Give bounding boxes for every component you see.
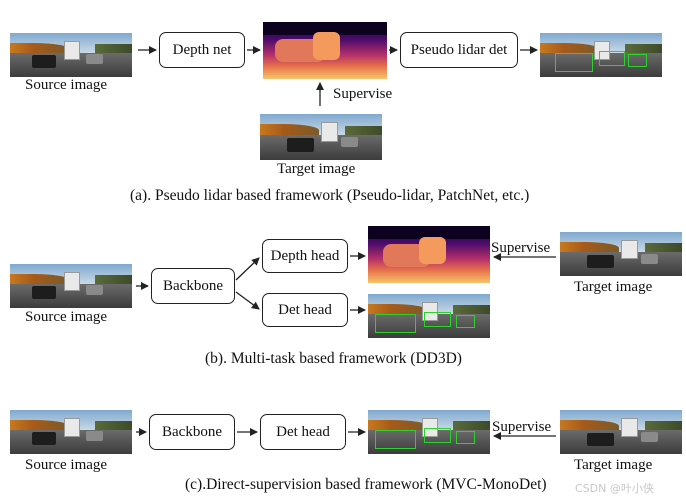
caption-a: (a). Pseudo lidar based framework (Pseud… [130,187,530,204]
source-image-label-a: Source image [25,77,108,93]
depth-map-a [263,22,387,79]
arrow-backbone-to-depthhead [235,257,260,281]
pseudo-lidar-det-box: Pseudo lidar det [400,32,518,68]
caption-b: (b). Multi-task based framework (DD3D) [205,350,462,367]
depth-net-box: Depth net [159,32,245,68]
source-image-label-c: Source image [25,457,108,473]
detection-result-c [368,410,490,454]
detection-result-a [540,33,662,77]
backbone-box-c: Backbone [149,414,235,450]
target-image-label-b: Target image [574,279,653,295]
depth-head-box: Depth head [262,239,348,273]
target-image-label-a: Target image [277,161,356,177]
detection-result-b [368,294,490,338]
target-image-b [560,232,682,276]
caption-c: (c).Direct-supervision based framework (… [185,476,547,493]
source-image-label-b: Source image [25,309,108,325]
source-image-c [10,410,132,454]
depth-map-b [368,226,490,283]
det-head-box-c: Det head [260,414,346,450]
watermark: CSDN @叶小侠 [575,482,654,495]
source-image-a [10,33,132,77]
arrow-backbone-to-dethead [235,291,260,310]
target-image-label-c: Target image [574,457,653,473]
source-image-b [10,264,132,308]
supervise-label-b: Supervise [491,240,551,256]
det-head-box-b: Det head [262,293,348,327]
backbone-box-b: Backbone [151,268,235,304]
target-image-a [260,114,382,160]
target-image-c [560,410,682,454]
supervise-label-c: Supervise [492,419,552,435]
supervise-label-a: Supervise [333,86,393,102]
